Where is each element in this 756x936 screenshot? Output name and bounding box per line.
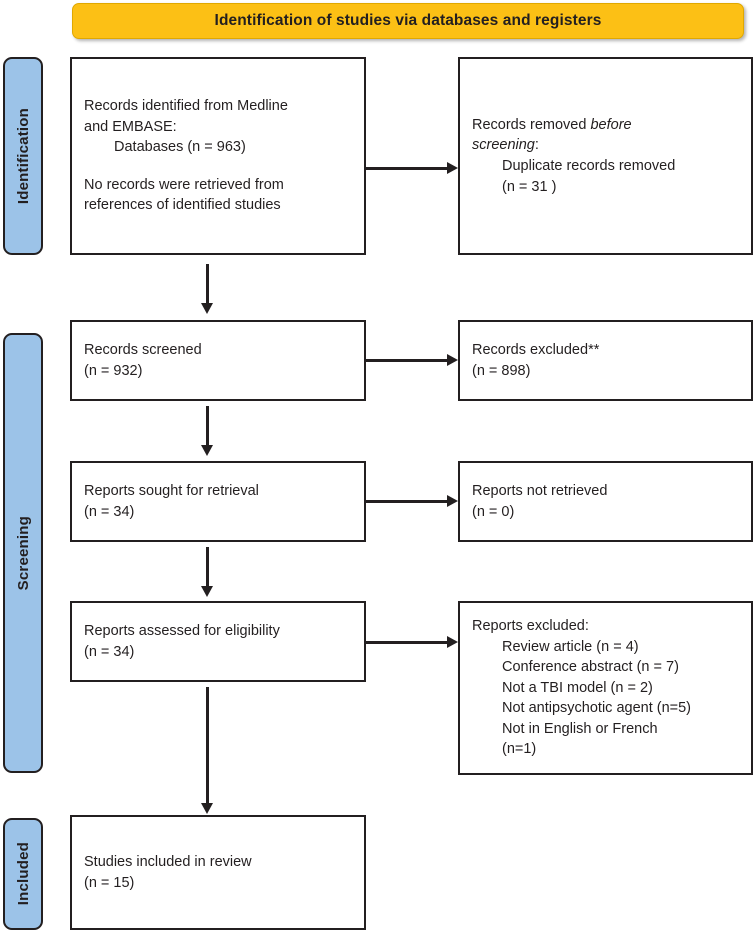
records-removed-italic-before: before (590, 116, 632, 133)
arrow-head (201, 586, 213, 597)
records-excluded-count: (n = 898) (472, 362, 531, 379)
arrow-shaft (366, 167, 448, 170)
stage-label-screening: Screening (3, 333, 43, 773)
records-identified-line4: No records were retrieved from (84, 176, 284, 193)
stage-label-identification-text: Identification (14, 107, 32, 205)
records-screened-count: (n = 932) (84, 362, 143, 379)
arrow-shaft (366, 641, 448, 644)
studies-included-count: (n = 15) (84, 874, 135, 891)
arrow-shaft (366, 359, 448, 362)
stage-label-included-text: Included (14, 842, 32, 906)
records-identified-line5: references of identified studies (84, 197, 281, 214)
reports-sought-label: Reports sought for retrieval (84, 482, 259, 499)
records-identified-line2: and EMBASE: (84, 118, 177, 135)
box-studies-included: Studies included in review (n = 15) (70, 815, 366, 930)
reports-excluded-reason-5: Not in English or French (502, 720, 658, 737)
box-records-identified: Records identified from Medline and EMBA… (70, 57, 366, 255)
arrow-shaft (206, 687, 209, 804)
box-reports-sought: Reports sought for retrieval (n = 34) (70, 461, 366, 542)
arrow-shaft (366, 500, 448, 503)
box-records-removed: Records removed before screening: Duplic… (458, 57, 753, 255)
records-removed-colon: : (534, 137, 539, 154)
spacer (84, 158, 352, 175)
box-records-excluded: Records excluded** (n = 898) (458, 320, 753, 401)
arrow-head (447, 162, 458, 174)
arrow-head (447, 495, 458, 507)
records-screened-label: Records screened (84, 341, 202, 358)
arrow-head (201, 303, 213, 314)
box-records-screened: Records screened (n = 932) (70, 320, 366, 401)
records-removed-line2: screening: (472, 135, 739, 156)
reports-not-retrieved-count: (n = 0) (472, 503, 515, 520)
reports-not-retrieved-label: Reports not retrieved (472, 482, 608, 499)
reports-excluded-reason-2: Conference abstract (n = 7) (502, 659, 679, 676)
studies-included-label: Studies included in review (84, 853, 252, 870)
arrow-shaft (206, 264, 209, 304)
arrow-head (447, 354, 458, 366)
records-identified-databases: Databases (n = 963) (114, 139, 246, 156)
records-excluded-label: Records excluded** (472, 341, 600, 358)
box-reports-not-retrieved: Reports not retrieved (n = 0) (458, 461, 753, 542)
box-reports-excluded: Reports excluded: Review article (n = 4)… (458, 601, 753, 775)
diagram-header-title: Identification of studies via databases … (214, 12, 602, 29)
reports-excluded-reason-3: Not a TBI model (n = 2) (502, 679, 653, 696)
records-removed-line1: Records removed before (472, 115, 739, 136)
records-identified-line1: Records identified from Medline (84, 98, 288, 115)
arrow-shaft (206, 547, 209, 587)
stage-label-identification: Identification (3, 57, 43, 255)
arrow-head (201, 445, 213, 456)
reports-excluded-reason-4: Not antipsychotic agent (n=5) (502, 700, 692, 717)
records-removed-prefix: Records removed (472, 116, 591, 133)
reports-sought-count: (n = 34) (84, 503, 135, 520)
diagram-header-banner: Identification of studies via databases … (72, 3, 744, 39)
stage-label-screening-text: Screening (14, 515, 32, 591)
arrow-shaft (206, 406, 209, 446)
reports-excluded-reason-1: Review article (n = 4) (502, 638, 639, 655)
reports-assessed-label: Reports assessed for eligibility (84, 622, 280, 639)
box-reports-assessed: Reports assessed for eligibility (n = 34… (70, 601, 366, 682)
records-removed-italic-screening: screening (472, 137, 535, 154)
arrow-head (201, 803, 213, 814)
reports-assessed-count: (n = 34) (84, 643, 135, 660)
duplicate-records-removed-count: (n = 31 ) (502, 178, 557, 195)
reports-excluded-reason-5-count: (n=1) (502, 741, 537, 758)
reports-excluded-title: Reports excluded: (472, 617, 589, 634)
stage-label-included: Included (3, 818, 43, 930)
duplicate-records-removed-label: Duplicate records removed (502, 158, 676, 174)
arrow-head (447, 636, 458, 648)
